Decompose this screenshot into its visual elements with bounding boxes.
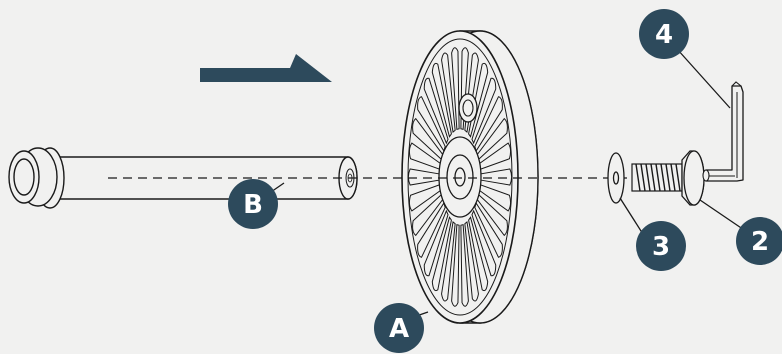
label-3-badge: 3 [636,221,686,271]
screw-thread [655,163,661,192]
screw-thread [660,163,666,192]
label-2-badge: 2 [736,217,782,265]
label-b-badge: B [228,179,278,229]
wheel-spoke [417,96,446,153]
wheel-spoke [474,96,503,153]
wheel-spoke [451,47,460,131]
label-4-badge: 4 [639,9,689,59]
wheel-hub-hole [454,167,466,187]
wheel-spoke [412,117,444,161]
axle-head [8,147,65,209]
wheel-spoke [478,168,513,186]
direction-arrow [200,54,332,82]
screw-thread [675,163,681,192]
wheel-spoke [476,117,508,161]
screw [631,150,705,206]
wheel-spoke [408,142,443,171]
wheel-spoke [477,142,512,171]
wheel-spoke [441,52,456,133]
screw-thread [645,163,651,192]
screw-threads [635,163,681,192]
wheel-spoke [460,223,469,307]
label-4: 4 [655,20,673,50]
label-a: A [389,314,409,344]
wheel-spoke [431,62,452,138]
wheel-spoke [451,223,460,307]
wheel-spoke [476,193,508,237]
hex-key [702,81,744,182]
wheel-spoke [431,216,452,292]
washer [607,152,625,204]
wheel-spoke [423,77,449,145]
screw-thread [670,163,676,192]
wheel-spoke [464,221,479,302]
wheel-spoke [423,209,449,277]
label-b: B [243,190,263,220]
wheel-spoke [417,201,446,258]
wheel [401,30,539,324]
screw-thread [635,163,641,192]
screw-thread [640,163,646,192]
label-3: 3 [652,232,670,262]
wheel-spoke [474,201,503,258]
wheel-spoke [468,216,489,292]
wheel-spoke [408,183,443,212]
label-a-badge: A [374,303,424,353]
wheel-spoke [471,77,497,145]
wheel-spoke [441,221,456,302]
wheel-spoke [471,209,497,277]
screw-thread [665,163,671,192]
wheel-spokes [407,47,513,307]
screw-thread [650,163,656,192]
wheel-spoke [412,193,444,237]
label-2: 2 [751,227,769,257]
wheel-spoke [477,183,512,212]
